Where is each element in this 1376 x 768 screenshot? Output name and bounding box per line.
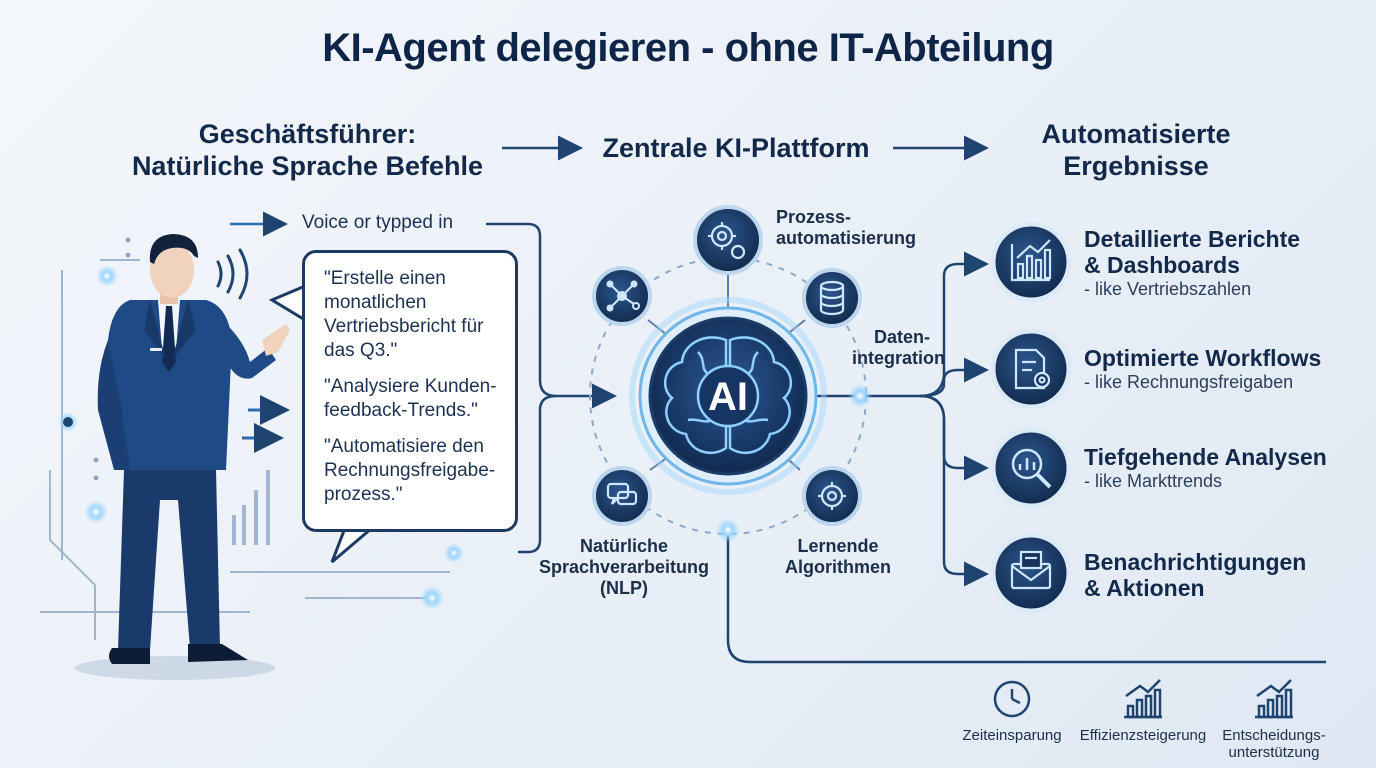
result-1-title-line-2: & Dashboards bbox=[1084, 252, 1240, 278]
column-head-center: Zentrale KI-Plattform bbox=[602, 133, 870, 163]
node-label-prozess: Prozess- automatisierung bbox=[776, 207, 916, 249]
column-head-left: Geschäftsführer: Natürliche Sprache Befe… bbox=[110, 118, 505, 182]
input-mode-label: Voice or typped in bbox=[302, 212, 454, 233]
node-prozess[interactable] bbox=[693, 205, 763, 275]
clock-icon bbox=[993, 680, 1031, 718]
result-icon-1 bbox=[990, 221, 1072, 303]
result-4-title-line-2: & Aktionen bbox=[1084, 575, 1205, 601]
result-icon-4 bbox=[990, 532, 1072, 614]
bar-chart-icon bbox=[1010, 239, 1052, 282]
result-item-4[interactable]: Benachrichtigungen & Aktionen bbox=[1084, 549, 1344, 601]
page-title: KI-Agent delegieren - ohne IT-Abteilung bbox=[322, 26, 1054, 70]
column-head-right: Automatisierte Ergebnisse bbox=[1000, 118, 1272, 182]
sound-waves-icon bbox=[216, 248, 249, 300]
column-head-right-line-2: Ergebnisse bbox=[1063, 151, 1209, 181]
magnifier-chart-icon bbox=[1011, 448, 1052, 489]
node-label-prozess-line-2: automatisierung bbox=[776, 228, 917, 248]
benefit-label-1: Zeiteinsparung bbox=[962, 727, 1062, 744]
ai-core: AI bbox=[629, 297, 827, 495]
result-3-title: Tiefgehende Analysen bbox=[1084, 444, 1327, 470]
result-icon-2 bbox=[990, 328, 1072, 410]
result-4-title-line-1: Benachrichtigungen bbox=[1084, 549, 1307, 575]
result-item-1[interactable]: Detaillierte Berichte & Dashboards - lik… bbox=[1084, 226, 1344, 300]
left-bar-decoration bbox=[232, 470, 270, 545]
document-gear-icon bbox=[1014, 348, 1051, 390]
node-label-nlp: Natürliche Sprachverarbeitung (NLP) bbox=[534, 536, 714, 599]
node-label-nlp-line-3: (NLP) bbox=[600, 578, 648, 598]
result-1-subtitle: - like Vertriebszahlen bbox=[1084, 279, 1252, 299]
node-label-lernende-line-1: Lernende bbox=[797, 536, 879, 556]
node-label-daten: Daten- integration bbox=[852, 327, 945, 369]
ai-core-label: AI bbox=[708, 375, 748, 419]
envelope-icon bbox=[1010, 550, 1052, 590]
result-1-title-line-1: Detaillierte Berichte bbox=[1084, 226, 1301, 252]
node-network[interactable] bbox=[592, 266, 652, 326]
result-icon-3 bbox=[990, 427, 1072, 509]
node-label-daten-line-2: integration bbox=[852, 348, 945, 368]
gear-icon bbox=[818, 482, 846, 510]
gear-cog-icon bbox=[708, 222, 746, 260]
chat-bubbles-icon bbox=[606, 482, 638, 506]
node-label-nlp-line-2: Sprachverarbeitung bbox=[538, 557, 710, 577]
node-nlp[interactable] bbox=[592, 466, 652, 526]
command-1: "Erstelle einen monatlichen Vertriebsber… bbox=[324, 268, 484, 361]
command-speech-bubble: "Erstelle einen monatlichen Vertriebsber… bbox=[302, 250, 518, 532]
benefit-label-2: Effizienzsteigerung bbox=[1079, 727, 1207, 744]
left-circuit-dots bbox=[93, 237, 131, 481]
node-label-nlp-line-1: Natürliche bbox=[579, 536, 669, 556]
command-2: "Analysiere Kunden-feedback-Trends." bbox=[324, 376, 497, 421]
result-item-2[interactable]: Optimierte Workflows - like Rechnungsfre… bbox=[1084, 345, 1344, 393]
growth-chart-icon-2 bbox=[1255, 679, 1293, 719]
column-head-right-line-1: Automatisierte bbox=[1041, 119, 1231, 149]
benefit-label-3-line-1: Entscheidungs- bbox=[1222, 727, 1326, 744]
node-label-lernende: Lernende Algorithmen bbox=[772, 536, 904, 578]
businessman-illustration bbox=[75, 234, 290, 680]
database-icon bbox=[819, 280, 845, 316]
speech-bubble-tail bbox=[268, 284, 306, 322]
input-flow-lines bbox=[486, 222, 617, 554]
network-icon bbox=[606, 280, 640, 312]
command-3: "Automatisiere den Rechnungsfreigabe-pro… bbox=[324, 436, 496, 505]
result-item-3[interactable]: Tiefgehende Analysen - like Markttrends bbox=[1084, 444, 1344, 492]
node-label-lernende-line-2: Algorithmen bbox=[785, 557, 891, 577]
column-head-left-line-1: Geschäftsführer: bbox=[198, 119, 417, 149]
node-daten[interactable] bbox=[802, 268, 862, 328]
column-head-left-line-2: Natürliche Sprache Befehle bbox=[131, 151, 484, 181]
benefit-label-3: Entscheidungs- unterstützung bbox=[1216, 727, 1332, 761]
result-2-title: Optimierte Workflows bbox=[1084, 345, 1322, 371]
node-lernende[interactable] bbox=[802, 466, 862, 526]
node-label-daten-line-1: Daten- bbox=[873, 327, 930, 347]
result-3-subtitle: - like Markttrends bbox=[1084, 471, 1223, 491]
node-label-prozess-line-1: Prozess- bbox=[776, 207, 852, 227]
result-2-subtitle: - like Rechnungsfreigaben bbox=[1084, 372, 1294, 392]
growth-chart-icon-1 bbox=[1124, 679, 1162, 719]
benefit-label-3-line-2: unterstützung bbox=[1228, 744, 1320, 761]
speech-bubble-tail-bottom bbox=[330, 526, 373, 564]
